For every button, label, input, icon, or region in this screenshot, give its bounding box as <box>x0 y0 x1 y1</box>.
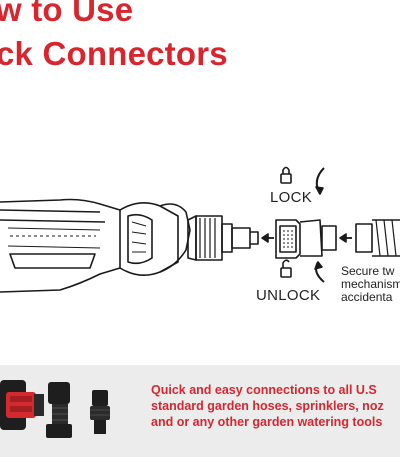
unlock-label: UNLOCK <box>256 287 321 304</box>
connector-product-photo <box>0 380 110 438</box>
title-line-1: w to Use <box>0 0 134 28</box>
sprinkler-illustration <box>0 198 191 293</box>
red-connector <box>0 380 44 430</box>
lock-icon <box>280 166 292 184</box>
side-note-line-1: Secure tw <box>341 264 395 278</box>
features-line-2: standard garden hoses, sprinklers, noz <box>151 399 384 413</box>
quick-connector-illustration <box>275 219 337 259</box>
unlock-icon <box>280 259 292 278</box>
black-connector-small <box>90 390 110 434</box>
side-note-line-3: accidenta <box>341 290 393 304</box>
black-connector-large <box>46 382 72 438</box>
title-line-2: ck Connectors <box>0 35 228 72</box>
side-note-line-2: mechanism <box>341 277 400 291</box>
lock-label: LOCK <box>270 189 313 206</box>
features-line-1: Quick and easy connections to all U.S <box>151 383 377 397</box>
features-text: Quick and easy connections to all U.S st… <box>151 382 400 430</box>
connector-diagram <box>0 166 400 293</box>
features-line-3: and or any other garden watering tools <box>151 415 383 429</box>
